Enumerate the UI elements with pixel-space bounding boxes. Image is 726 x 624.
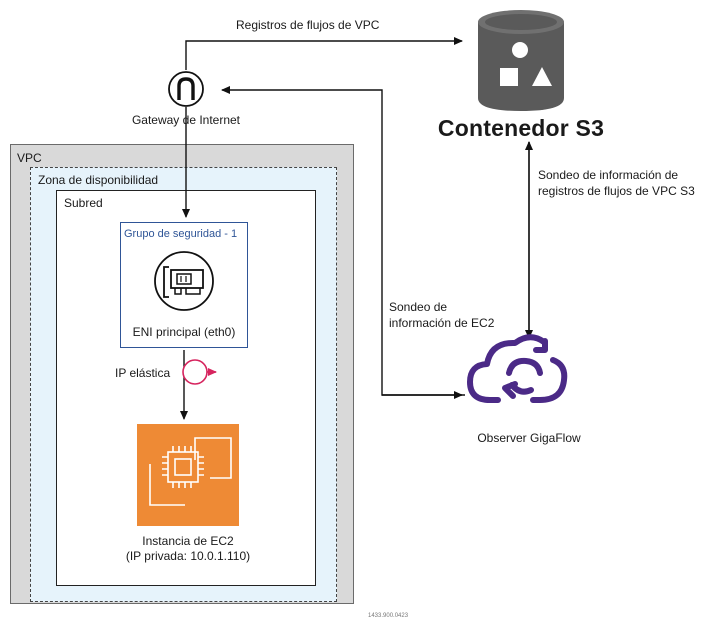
ec2-instance-label-line1: Instancia de EC2 (142, 534, 234, 548)
observer-gigaflow-icon (467, 334, 568, 403)
security-group-label: Grupo de seguridad - 1 (124, 228, 238, 240)
elastic-ip-icon (182, 359, 217, 385)
flow-logs-arrow (185, 37, 463, 70)
s3-poll-label-line1: Sondeo de información de (538, 168, 679, 182)
elastic-ip-label: IP elástica (115, 366, 171, 380)
subnet-label: Subred (64, 196, 103, 210)
internet-gateway-icon (168, 71, 204, 107)
flow-logs-label: Registros de flujos de VPC (236, 18, 380, 32)
figure-id: 1433.900.0423 (368, 613, 409, 619)
eni-label: ENI principal (eth0) (132, 325, 236, 339)
ec2-instance-icon (149, 437, 232, 506)
ec2-instance-label-line2: (IP privada: 10.0.1.110) (125, 549, 251, 563)
s3-bucket-title: Contenedor S3 (437, 115, 605, 141)
vpc-label: VPC (17, 151, 42, 165)
internet-gateway-label: Gateway de Internet (131, 113, 241, 127)
s3-bucket-icon (478, 10, 564, 111)
ec2-poll-label-line1: Sondeo de (389, 300, 448, 314)
observer-gigaflow-label: Observer GigaFlow (477, 431, 581, 445)
availability-zone-label: Zona de disponibilidad (38, 173, 159, 187)
ec2-poll-label-line2: información de EC2 (389, 316, 495, 330)
s3-poll-label-line2: registros de flujos de VPC S3 (538, 184, 695, 198)
network-interface-icon (154, 251, 214, 311)
